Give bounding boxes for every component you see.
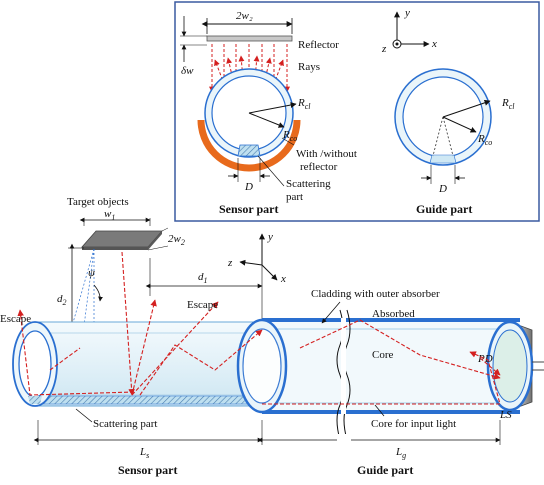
r-cl-sensor-label: Rcl [297, 97, 311, 111]
lg-dim-label: Lg [395, 446, 406, 460]
scattering-label: Scattering [286, 178, 331, 190]
inset-axis-y: y [404, 7, 410, 19]
sensor-cylinder [12, 321, 263, 407]
scattering-strip [35, 395, 263, 405]
outer-reflector-arc [197, 119, 301, 172]
delta-w-label: δw [181, 65, 194, 77]
two-w2-label: 2w2 [168, 233, 185, 247]
main-axis-y: y [267, 231, 273, 243]
pd-label: PD [477, 353, 493, 365]
cladding-label: Cladding with outer absorber [311, 288, 440, 300]
inset-panel: 2w₂ Reflector Rays δw [174, 1, 540, 222]
w1-label: w1 [104, 208, 115, 222]
width-2w2-label: 2w₂ [236, 10, 253, 22]
rays-label: Rays [298, 61, 320, 73]
main-axes: y z x [227, 231, 286, 285]
scattering-part-label: Scattering part [93, 418, 157, 430]
d-sensor-label: D [244, 181, 253, 193]
reflector-label: Reflector [298, 39, 339, 51]
target-object: Target objects w1 2w2 [67, 196, 185, 251]
r-co-sensor-label: Rco [282, 129, 297, 143]
main-axis-x: x [280, 273, 286, 285]
r-co-guide-label: Rco [477, 133, 492, 147]
escape-right-label: Escape [187, 299, 218, 311]
ls-label: LS [499, 409, 512, 421]
d2-label: d2 [57, 293, 67, 307]
core-input-label: Core for input light [371, 418, 456, 430]
inset-sensor-part-label: Sensor part [219, 202, 278, 216]
sensor-cross-section: Rcl Rco [197, 68, 311, 172]
with-without-label: With /without [296, 148, 357, 160]
inset-axis-z: z [381, 43, 387, 55]
ls-dim-label: Ls [139, 446, 149, 460]
escape-left-label: Escape [0, 313, 31, 325]
guide-cross-section: Rcl Rco [394, 68, 515, 166]
reflector-bar [206, 35, 293, 42]
main-rays [17, 251, 501, 405]
d-guide-label: D [438, 183, 447, 195]
target-objects-label: Target objects [67, 196, 129, 208]
main-axis-z: z [227, 257, 233, 269]
main-guide-part-label: Guide part [357, 463, 413, 477]
r-cl-guide-label: Rcl [501, 97, 515, 111]
main-sensor-part-label: Sensor part [118, 463, 177, 477]
part-label: part [286, 191, 303, 203]
inset-axes: y z x [381, 7, 437, 55]
absorbed-label: Absorbed [372, 308, 415, 320]
inset-axis-x: x [431, 38, 437, 50]
inset-guide-part-label: Guide part [416, 202, 472, 216]
psi-label: ψ [88, 267, 95, 279]
guide-cylinder: PD LS [236, 318, 544, 421]
core-label: Core [372, 349, 394, 361]
scattering-patch [237, 144, 261, 157]
reflector-line2-label: reflector [300, 161, 338, 173]
break-marks [336, 309, 351, 441]
d1-label: d1 [198, 271, 208, 285]
